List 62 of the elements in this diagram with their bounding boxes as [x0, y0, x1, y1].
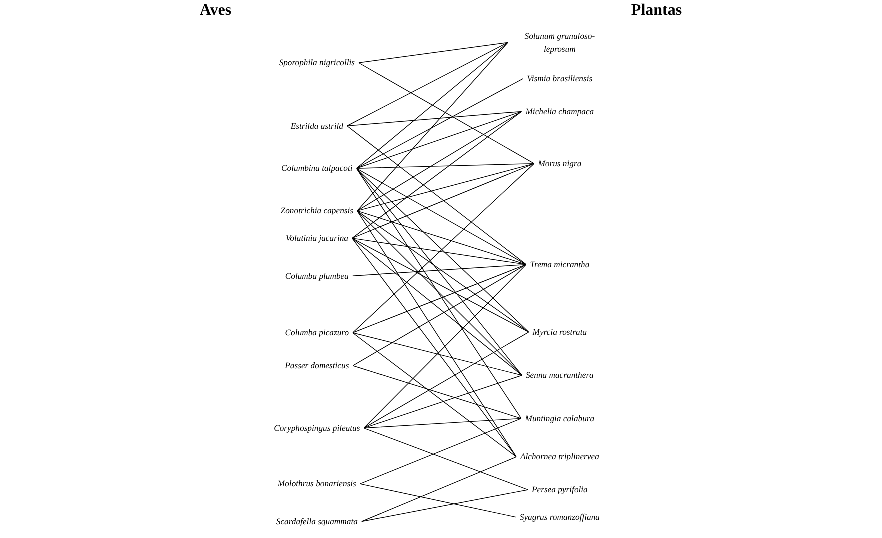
connector — [346, 126, 527, 266]
connector — [358, 62, 535, 164]
connector — [357, 42, 508, 212]
connector — [352, 366, 522, 420]
node-text: Alchornea triplinervea — [520, 452, 600, 462]
connector — [352, 264, 527, 276]
connector — [364, 375, 522, 429]
node-text: Estrilda astrild — [290, 121, 344, 131]
node-text: Passer domesticus — [285, 360, 350, 370]
connector — [352, 332, 517, 458]
connector — [352, 111, 522, 239]
connector — [346, 111, 522, 126]
connector — [361, 456, 517, 522]
node-text: Volatinia jacarina — [286, 233, 348, 243]
node-text: Myrcia rostrata — [532, 327, 588, 337]
connector — [352, 163, 535, 239]
connector — [352, 332, 522, 376]
node-text: Columba plumbea — [285, 271, 349, 281]
node-text: Sporophila nigricollis — [279, 58, 356, 68]
connector — [357, 111, 522, 212]
connector — [356, 163, 535, 169]
connector — [356, 78, 524, 169]
connector — [357, 163, 535, 212]
connector — [357, 210, 527, 266]
connector — [356, 111, 522, 169]
node-text: Morus nigra — [538, 158, 582, 168]
connector — [356, 168, 527, 266]
node-text: Trema micrantha — [530, 260, 590, 270]
node-text: Columba picazuro — [285, 328, 350, 338]
connector — [357, 210, 522, 376]
node-text: Michelia champaca — [526, 106, 594, 116]
connector — [356, 42, 508, 169]
connector — [358, 42, 508, 64]
connector — [346, 42, 508, 126]
connector — [356, 168, 522, 420]
node-text: Molothrus bonariensis — [278, 479, 356, 489]
connector — [352, 264, 527, 366]
node-text: Persea pyrifolia — [532, 484, 588, 495]
column-heading: Aves — [198, 1, 233, 21]
node-text: Vismia brasiliensis — [527, 74, 593, 84]
connector — [357, 210, 530, 333]
connector — [352, 238, 527, 266]
column-heading: Plantas — [630, 1, 684, 21]
node-text: Columbina talpacoti — [282, 164, 353, 174]
connector — [364, 332, 530, 429]
connector — [360, 418, 522, 484]
connector — [364, 264, 527, 429]
node-text: Syagrus romanzoffiana — [520, 512, 600, 522]
connector — [352, 238, 530, 333]
connector — [356, 168, 522, 376]
node-text: Solanum granuloso-leprosum — [524, 31, 596, 54]
connector — [360, 484, 516, 518]
connector — [364, 418, 522, 429]
node-text: Muntingia calabura — [525, 414, 595, 424]
node-text: Coryphospingus pileatus — [274, 423, 360, 433]
connector — [352, 264, 527, 334]
node-text: Zonotrichia capensis — [280, 206, 354, 216]
connector — [364, 428, 528, 490]
node-text: Senna macranthera — [526, 370, 594, 380]
connector — [352, 238, 522, 376]
connector — [361, 490, 528, 522]
node-text: Scardafella squammata — [276, 516, 358, 526]
